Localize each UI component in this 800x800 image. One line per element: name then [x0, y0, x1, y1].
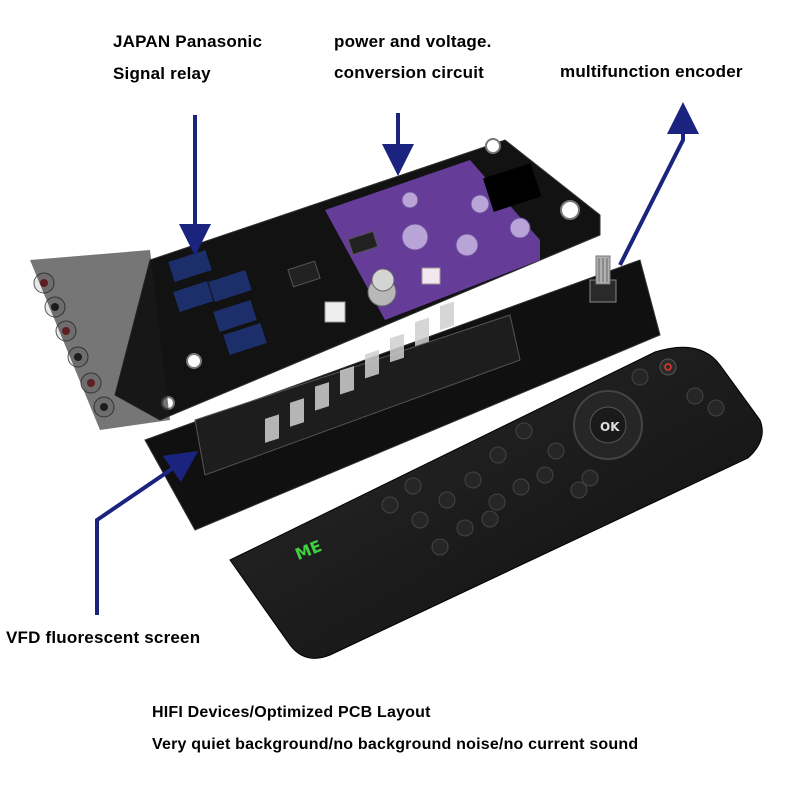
relay-label-line1: JAPAN Panasonic — [113, 32, 263, 51]
vfd-label: VFD fluorescent screen — [6, 628, 201, 647]
encoder-label: multifunction encoder — [560, 62, 743, 81]
power-label-line1: power and voltage. — [334, 32, 492, 51]
encoder-arrow — [618, 102, 699, 266]
remote-ok-label: OK — [600, 420, 620, 434]
annotation-arrows — [95, 102, 699, 615]
vfd-digits-display — [265, 301, 454, 443]
vfd-arrow — [95, 450, 199, 615]
feature-line1: HIFI Devices/Optimized PCB Layout — [152, 704, 431, 721]
power-label-line2: conversion circuit — [334, 63, 485, 82]
remote-control: OK ME — [229, 346, 763, 659]
feature-line2: Very quiet background/no background nois… — [152, 736, 639, 753]
vfd-board — [144, 255, 661, 531]
relay-label-line2: Signal relay — [113, 64, 211, 83]
main-pcb-board — [30, 138, 601, 430]
